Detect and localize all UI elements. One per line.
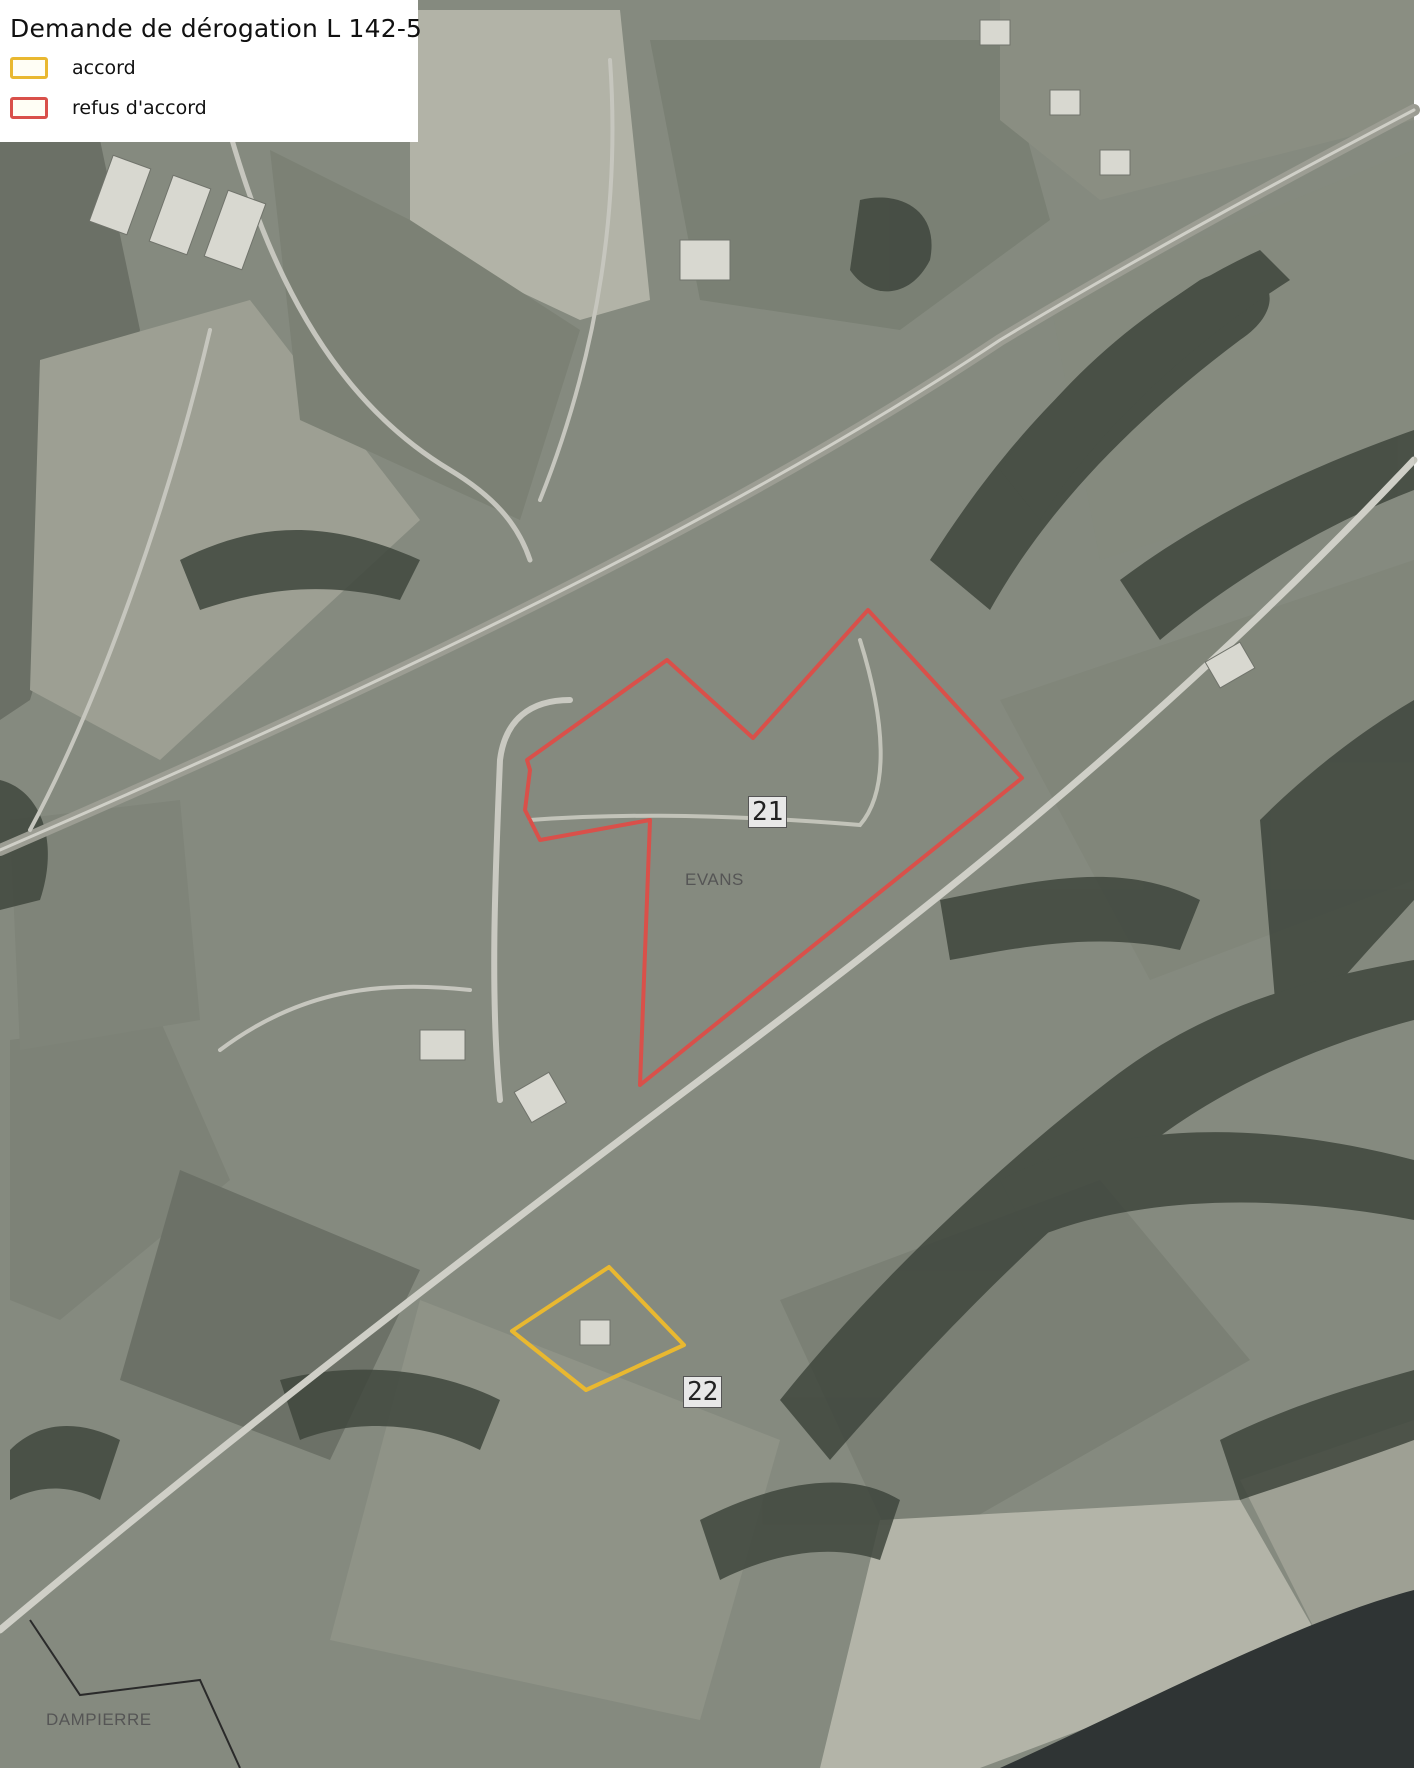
legend-swatch-refus	[10, 97, 48, 119]
legend-label-refus: refus d'accord	[72, 97, 207, 119]
local-road	[491, 697, 573, 1103]
white-margin	[1414, 0, 1426, 1768]
farm-road	[218, 984, 472, 1052]
parcel-21-outline	[523, 608, 1024, 1087]
village-road	[538, 58, 615, 502]
roads	[0, 7, 1420, 1634]
legend-title: Demande de dérogation L 142-5	[10, 14, 423, 43]
place-label-evans: EVANS	[685, 870, 744, 889]
place-label-dampierre: DAMPIERRE	[46, 1710, 152, 1729]
river	[1000, 1590, 1414, 1768]
parcel-22-label: 22	[683, 1376, 723, 1408]
parcel-21-label: 21	[748, 796, 788, 828]
legend-item-accord: accord	[10, 53, 418, 83]
legend-swatch-accord	[10, 57, 48, 79]
legend-label-accord: accord	[72, 57, 136, 79]
main-road	[0, 456, 1418, 1634]
railway-rail	[0, 108, 1416, 852]
tree-belts	[0, 197, 1414, 1580]
buildings	[88, 19, 1256, 1346]
commune-boundary	[29, 1619, 241, 1768]
legend-item-refus: refus d'accord	[10, 93, 418, 123]
parcel-22-outline	[510, 1265, 686, 1392]
map-legend: Demande de dérogation L 142-5 accord ref…	[0, 0, 423, 142]
side-road	[28, 328, 212, 832]
track	[528, 638, 883, 828]
